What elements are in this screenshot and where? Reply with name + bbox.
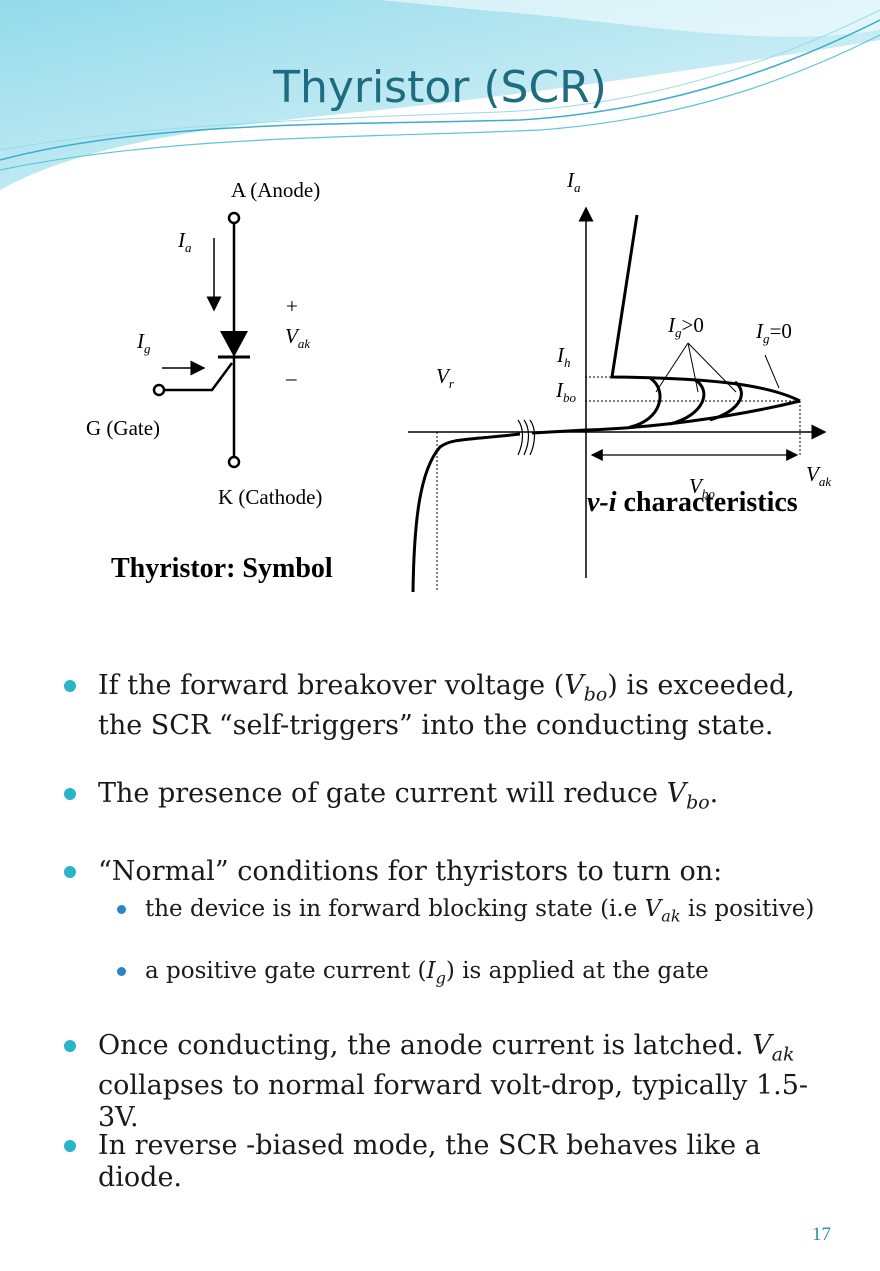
- bullet-text: If the forward breakover voltage (: [98, 670, 565, 701]
- ih-label: Ih: [556, 343, 571, 370]
- ig-zero-pointer: [764, 354, 780, 389]
- ig-curve-2: [669, 378, 706, 426]
- gate-terminal: [152, 383, 166, 397]
- bullet-marker: [64, 788, 76, 800]
- bullet-gate-current: The presence of gate current will reduce…: [64, 778, 824, 818]
- sub-bullet-gate-current: a positive gate current (Ig) is applied …: [117, 958, 817, 992]
- page-number: 17: [812, 1224, 831, 1245]
- header-wave-decoration: [0, 0, 880, 190]
- axis-break-mark: [529, 419, 536, 456]
- sub-bullet-text: a positive gate current (: [145, 958, 427, 984]
- reverse-leakage-line: [531, 428, 587, 435]
- ig-symbol: Ig: [426, 958, 446, 988]
- vbo-symbol: Vbo: [666, 778, 710, 814]
- symbol-ig-label: Ig: [136, 329, 151, 356]
- bullet-normal-conditions: “Normal” conditions for thyristors to tu…: [64, 856, 824, 888]
- vak-symbol: Vak: [752, 1030, 795, 1066]
- ig-zero-curve: [610, 214, 801, 403]
- ibo-label: Ibo: [555, 378, 577, 405]
- bullet-text: collapses to normal forward volt-drop, t…: [98, 1070, 809, 1134]
- gate-label: G (Gate): [86, 416, 160, 440]
- sub-bullet-text: is positive): [680, 896, 815, 922]
- sub-bullet-text: ) is applied at the gate: [445, 958, 709, 984]
- bullet-text: The presence of gate current will reduce: [98, 778, 667, 809]
- ig-positive-label: Ig>0: [667, 313, 704, 340]
- cathode-terminal: [227, 455, 241, 469]
- bullet-text: Once conducting, the anode current is la…: [98, 1030, 753, 1061]
- sub-bullet-marker: [117, 967, 126, 976]
- symbol-vak-label: Vak: [285, 324, 310, 351]
- gate-lead: [164, 362, 234, 392]
- thyristor-diagram: A (Anode) K (Cathode) G (Gate) Ia Ig + V…: [86, 168, 831, 593]
- axis-break-mark: [517, 419, 524, 456]
- anode-terminal: [227, 211, 241, 225]
- bullet-breakover: If the forward breakover voltage (Vbo) i…: [64, 670, 824, 742]
- slide-title: Thyristor (SCR): [273, 62, 607, 113]
- vbo-symbol: Vbo: [564, 670, 608, 706]
- chart-vak-label: Vak: [806, 462, 831, 489]
- bullet-marker: [64, 680, 76, 692]
- bullet-text: “Normal” conditions for thyristors to tu…: [98, 856, 723, 887]
- chart-ia-label: Ia: [566, 168, 581, 195]
- sub-bullet-marker: [117, 905, 126, 914]
- bullet-marker: [64, 866, 76, 878]
- bullet-marker: [64, 1140, 76, 1152]
- symbol-caption: Thyristor: Symbol: [111, 553, 333, 584]
- reverse-curve: [411, 432, 521, 593]
- ig-zero-label: Ig=0: [755, 319, 792, 346]
- minus-sign: –: [285, 366, 297, 390]
- forward-blocking-curve: [585, 399, 801, 432]
- bullet-text: In reverse -biased mode, the SCR behaves…: [98, 1130, 761, 1193]
- chart-caption: v-i characteristics: [587, 487, 798, 518]
- axis-break-mark: [523, 419, 530, 456]
- ig-pointer: [655, 342, 689, 393]
- bullet-reverse-biased: In reverse -biased mode, the SCR behaves…: [64, 1130, 824, 1194]
- ig-curve-1: [629, 376, 662, 429]
- plus-sign: +: [286, 294, 298, 318]
- sub-bullet-text: the device is in forward blocking state …: [145, 896, 645, 922]
- vi-characteristic-chart: [408, 206, 827, 593]
- bullet-text: .: [709, 778, 719, 809]
- ig-pointer: [687, 342, 737, 393]
- vr-label: Vr: [436, 364, 455, 391]
- bullet-marker: [64, 1040, 76, 1052]
- vak-symbol: Vak: [644, 896, 681, 926]
- diode-triangle: [220, 331, 248, 357]
- sub-bullet-forward-blocking: the device is in forward blocking state …: [117, 896, 817, 930]
- bullet-text: ) is exceeded, the SCR “self-triggers” i…: [98, 670, 795, 742]
- ig-pointer: [687, 342, 699, 393]
- anode-label: A (Anode): [231, 178, 320, 202]
- symbol-ia-label: Ia: [177, 228, 192, 255]
- vbo-label: Vbo: [689, 474, 715, 501]
- ig-curve-3: [709, 380, 743, 422]
- bullet-latched: Once conducting, the anode current is la…: [64, 1030, 824, 1134]
- cathode-label: K (Cathode): [218, 485, 322, 509]
- thyristor-symbol: [152, 211, 250, 469]
